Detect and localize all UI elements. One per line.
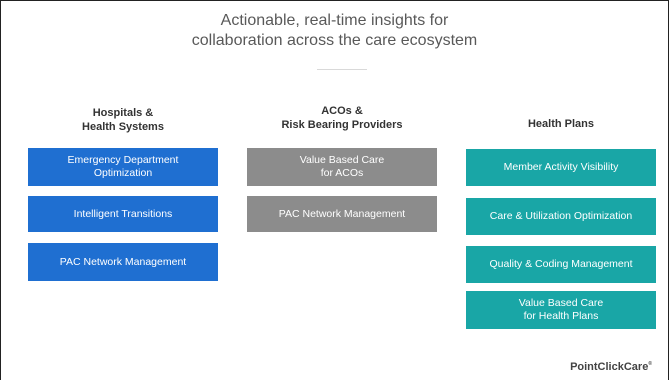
- column-title-hospitals-line-1: Hospitals &: [92, 107, 154, 119]
- tile-label-line-2: for ACOs: [320, 167, 364, 179]
- tile-pac-network-management-hospitals[interactable]: PAC Network Management: [28, 243, 218, 281]
- tile-value-based-care-health-plans[interactable]: Value Based Care for Health Plans: [466, 291, 656, 329]
- tile-member-activity-visibility[interactable]: Member Activity Visibility: [466, 149, 656, 186]
- tile-quality-coding-management[interactable]: Quality & Coding Management: [466, 246, 656, 283]
- brand-registered-mark: ®: [648, 361, 652, 367]
- slide-headline: Actionable, real-time insights for colla…: [1, 11, 668, 51]
- tile-label-line-2: for Health Plans: [523, 310, 599, 322]
- tile-label-line-1: Quality & Coding Management: [489, 258, 633, 270]
- tile-label-line-1: Value Based Care: [299, 154, 385, 166]
- column-title-acos: ACOs & Risk Bearing Providers: [247, 104, 437, 132]
- headline-line-2: collaboration across the care ecosystem: [191, 32, 478, 49]
- column-title-hospitals-line-2: Health Systems: [82, 121, 164, 133]
- tile-care-utilization-optimization[interactable]: Care & Utilization Optimization: [466, 198, 656, 235]
- column-title-health-plans: Health Plans: [466, 117, 656, 131]
- column-title-acos-line-2: Risk Bearing Providers: [281, 119, 403, 131]
- brand-logo: PointClickCare®: [570, 361, 652, 373]
- column-title-hospitals: Hospitals & Health Systems: [28, 106, 218, 134]
- brand-name: PointClickCare: [570, 361, 649, 373]
- tile-pac-network-management-acos[interactable]: PAC Network Management: [247, 196, 437, 232]
- column-title-acos-line-1: ACOs &: [321, 105, 363, 117]
- tile-label-line-2: Optimization: [93, 167, 153, 179]
- tile-label-line-1: PAC Network Management: [278, 207, 406, 220]
- tile-label-line-1: Care & Utilization Optimization: [489, 210, 633, 222]
- tile-value-based-care-acos[interactable]: Value Based Care for ACOs: [247, 148, 437, 186]
- headline-divider: [317, 69, 367, 70]
- tile-emergency-department-optimization[interactable]: Emergency Department Optimization: [28, 148, 218, 186]
- column-title-health-plans-line-1: Health Plans: [527, 118, 595, 130]
- headline-line-1: Actionable, real-time insights for: [220, 12, 449, 29]
- tile-label-line-1: PAC Network Management: [59, 255, 187, 268]
- tile-label-line-1: Member Activity Visibility: [503, 161, 619, 173]
- tile-label-line-1: Intelligent Transitions: [73, 207, 173, 220]
- tile-label-line-1: Value Based Care: [518, 297, 604, 309]
- tile-intelligent-transitions[interactable]: Intelligent Transitions: [28, 196, 218, 232]
- tile-label-line-1: Emergency Department: [67, 154, 179, 166]
